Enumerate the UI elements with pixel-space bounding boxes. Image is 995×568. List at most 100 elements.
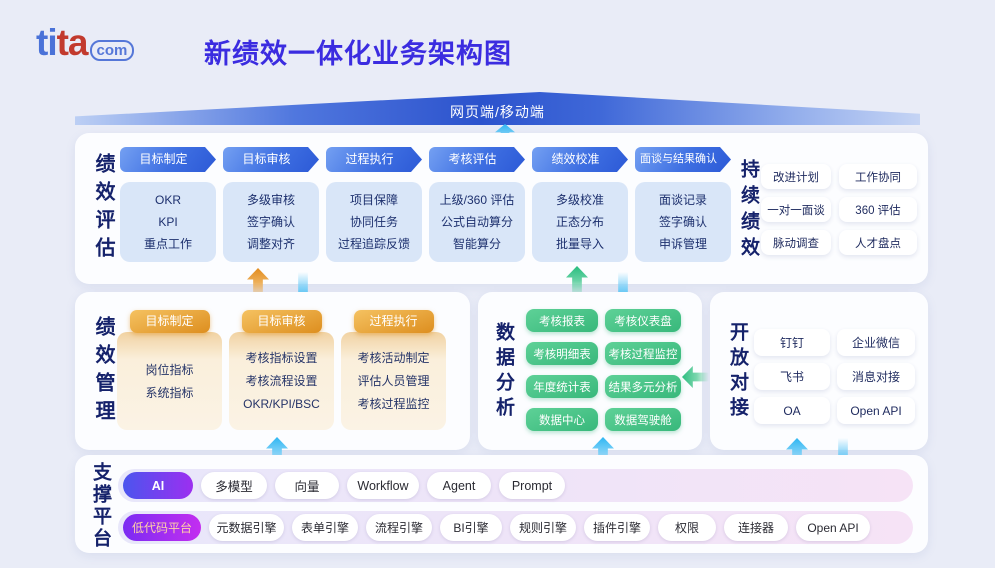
integration-label: 开放对接 bbox=[727, 322, 748, 422]
stage-arrow-label: 考核评估 bbox=[448, 152, 497, 166]
stage-arrow-label: 面谈与结果确认 bbox=[640, 153, 717, 165]
chip-annual-statistics: 年度统计表 bbox=[526, 375, 598, 398]
stage-card: 多级校准 正态分布 批量导入 bbox=[532, 182, 628, 262]
stage-item: 签字确认 bbox=[246, 215, 295, 229]
chip-form-engine: 表单引擎 bbox=[292, 514, 358, 541]
stage-column-process-execution: 过程执行 项目保障 协同任务 过程追踪反馈 bbox=[326, 147, 422, 262]
section-performance-management: 绩效管理 目标制定 岗位指标 系统指标 目标审核 考核指标设置 考核流程设置 O… bbox=[75, 292, 470, 450]
management-group-goal-setting: 目标制定 岗位指标 系统指标 bbox=[117, 310, 222, 430]
evaluation-label: 绩效评估 bbox=[92, 153, 114, 265]
chip-pulse-survey: 脉动调查 bbox=[761, 230, 831, 255]
stage-arrow: 绩效校准 bbox=[532, 147, 628, 172]
chip-prompt: Prompt bbox=[499, 472, 565, 499]
stage-card: OKR KPI 重点工作 bbox=[120, 182, 216, 262]
chip-oa: OA bbox=[754, 397, 830, 424]
stage-arrow-label: 目标制定 bbox=[139, 152, 188, 166]
chip-lowcode-platform: 低代码平台 bbox=[123, 514, 201, 541]
chip-permission: 权限 bbox=[658, 514, 716, 541]
stage-item: 过程追踪反馈 bbox=[337, 237, 410, 251]
stage-item: 申诉管理 bbox=[658, 237, 707, 251]
group-body: 考核指标设置 考核流程设置 OKR/KPI/BSC bbox=[229, 332, 334, 430]
group-item: 考核指标设置 bbox=[245, 351, 318, 365]
group-item: 系统指标 bbox=[145, 385, 194, 400]
platform-label: 支撑平台 bbox=[90, 462, 111, 550]
web-mobile-banner: 网页端/移动端 bbox=[75, 92, 920, 125]
management-groups: 目标制定 岗位指标 系统指标 目标审核 考核指标设置 考核流程设置 OKR/KP… bbox=[117, 310, 446, 430]
stage-card: 多级审核 签字确认 调整对齐 bbox=[223, 182, 319, 262]
chip-connector: 连接器 bbox=[724, 514, 788, 541]
chip-data-cockpit: 数据驾驶舱 bbox=[605, 408, 681, 431]
chip-bi-engine: BI引擎 bbox=[440, 514, 502, 541]
chip-rule-engine: 规则引擎 bbox=[510, 514, 576, 541]
chip-feishu: 飞书 bbox=[754, 363, 830, 390]
chip-workflow: Workflow bbox=[347, 472, 419, 499]
section-open-integration: 开放对接 钉钉 企业微信 飞书 消息对接 OA Open API bbox=[710, 292, 928, 450]
stage-item: 上级/360 评估 bbox=[439, 193, 515, 207]
group-item: 考核过程监控 bbox=[357, 397, 430, 411]
stage-column-goal-review: 目标审核 多级审核 签字确认 调整对齐 bbox=[223, 147, 319, 262]
stage-item: 智能算分 bbox=[452, 237, 501, 251]
section-performance-evaluation: 绩效评估 目标制定 OKR KPI 重点工作 目标审核 多级审核 签字确认 调整… bbox=[75, 133, 928, 284]
chip-improvement-plan: 改进计划 bbox=[761, 164, 831, 189]
chip-open-api: Open API bbox=[796, 514, 870, 541]
group-body: 岗位指标 系统指标 bbox=[117, 332, 222, 430]
group-item: 评估人员管理 bbox=[357, 374, 430, 388]
stage-item: 项目保障 bbox=[349, 193, 398, 207]
chip-assessment-dashboard: 考核仪表盘 bbox=[605, 309, 681, 332]
chip-process-monitoring: 考核过程监控 bbox=[605, 342, 681, 365]
chip-multi-model: 多模型 bbox=[201, 472, 267, 499]
stage-item: 正态分布 bbox=[555, 215, 604, 229]
stage-item: 多级校准 bbox=[555, 193, 604, 207]
chip-message-integration: 消息对接 bbox=[837, 363, 915, 390]
management-group-goal-review: 目标审核 考核指标设置 考核流程设置 OKR/KPI/BSC bbox=[229, 310, 334, 430]
stage-item: 多级审核 bbox=[246, 193, 295, 207]
group-item: OKR/KPI/BSC bbox=[243, 397, 320, 411]
management-label: 绩效管理 bbox=[92, 316, 114, 428]
stage-item: 协同任务 bbox=[349, 215, 398, 229]
stage-item: 面谈记录 bbox=[658, 193, 707, 207]
stage-card: 项目保障 协同任务 过程追踪反馈 bbox=[326, 182, 422, 262]
group-item: 考核活动制定 bbox=[357, 351, 430, 365]
logo-text-com: com bbox=[89, 39, 135, 61]
stage-item: 签字确认 bbox=[658, 215, 707, 229]
stage-arrow-label: 目标审核 bbox=[242, 152, 291, 166]
chip-assessment-detail: 考核明细表 bbox=[526, 342, 598, 365]
chip-open-api: Open API bbox=[837, 397, 915, 424]
stage-item: 重点工作 bbox=[143, 237, 192, 251]
group-item: 考核流程设置 bbox=[245, 374, 318, 388]
group-body: 考核活动制定 评估人员管理 考核过程监控 bbox=[341, 332, 446, 430]
logo-text-ta: ta bbox=[56, 22, 89, 63]
chip-wecom: 企业微信 bbox=[837, 329, 915, 356]
integration-grid: 钉钉 企业微信 飞书 消息对接 OA Open API bbox=[754, 329, 915, 424]
stage-card: 面谈记录 签字确认 申诉管理 bbox=[635, 182, 731, 262]
continuous-performance-label: 持续绩效 bbox=[738, 159, 759, 263]
stage-column-calibration: 绩效校准 多级校准 正态分布 批量导入 bbox=[532, 147, 628, 262]
stage-column-interview-confirmation: 面谈与结果确认 面谈记录 签字确认 申诉管理 bbox=[635, 147, 731, 262]
group-tab: 目标审核 bbox=[241, 310, 322, 333]
stage-arrow: 过程执行 bbox=[326, 147, 422, 172]
stage-arrow-label: 过程执行 bbox=[345, 152, 394, 166]
stage-arrow: 目标审核 bbox=[223, 147, 319, 172]
chip-vector: 向量 bbox=[275, 472, 339, 499]
stage-item: 调整对齐 bbox=[246, 237, 295, 251]
management-group-process-execution: 过程执行 考核活动制定 评估人员管理 考核过程监控 bbox=[341, 310, 446, 430]
section-data-analytics: 数据分析 考核报表 考核仪表盘 考核明细表 考核过程监控 年度统计表 结果多元分… bbox=[478, 292, 702, 450]
stage-item: KPI bbox=[158, 215, 178, 229]
evaluation-stages: 目标制定 OKR KPI 重点工作 目标审核 多级审核 签字确认 调整对齐 过程… bbox=[120, 147, 731, 262]
chip-data-center: 数据中心 bbox=[526, 408, 598, 431]
banner-label: 网页端/移动端 bbox=[450, 104, 545, 120]
stage-column-goal-setting: 目标制定 OKR KPI 重点工作 bbox=[120, 147, 216, 262]
chip-result-analysis: 结果多元分析 bbox=[605, 375, 681, 398]
continuous-performance-grid: 改进计划 工作协同 一对一面谈 360 评估 脉动调查 人才盘点 bbox=[761, 164, 917, 255]
stage-column-assessment: 考核评估 上级/360 评估 公式自动算分 智能算分 bbox=[429, 147, 525, 262]
analytics-label: 数据分析 bbox=[493, 322, 514, 422]
stage-arrow: 目标制定 bbox=[120, 147, 216, 172]
stage-item: 公式自动算分 bbox=[440, 215, 513, 229]
stage-card: 上级/360 评估 公式自动算分 智能算分 bbox=[429, 182, 525, 262]
chip-assessment-report: 考核报表 bbox=[526, 309, 598, 332]
group-item: 岗位指标 bbox=[145, 362, 194, 377]
logo-text-ti: ti bbox=[36, 22, 58, 63]
stage-arrow-label: 绩效校准 bbox=[551, 152, 600, 166]
chip-process-engine: 流程引擎 bbox=[366, 514, 432, 541]
